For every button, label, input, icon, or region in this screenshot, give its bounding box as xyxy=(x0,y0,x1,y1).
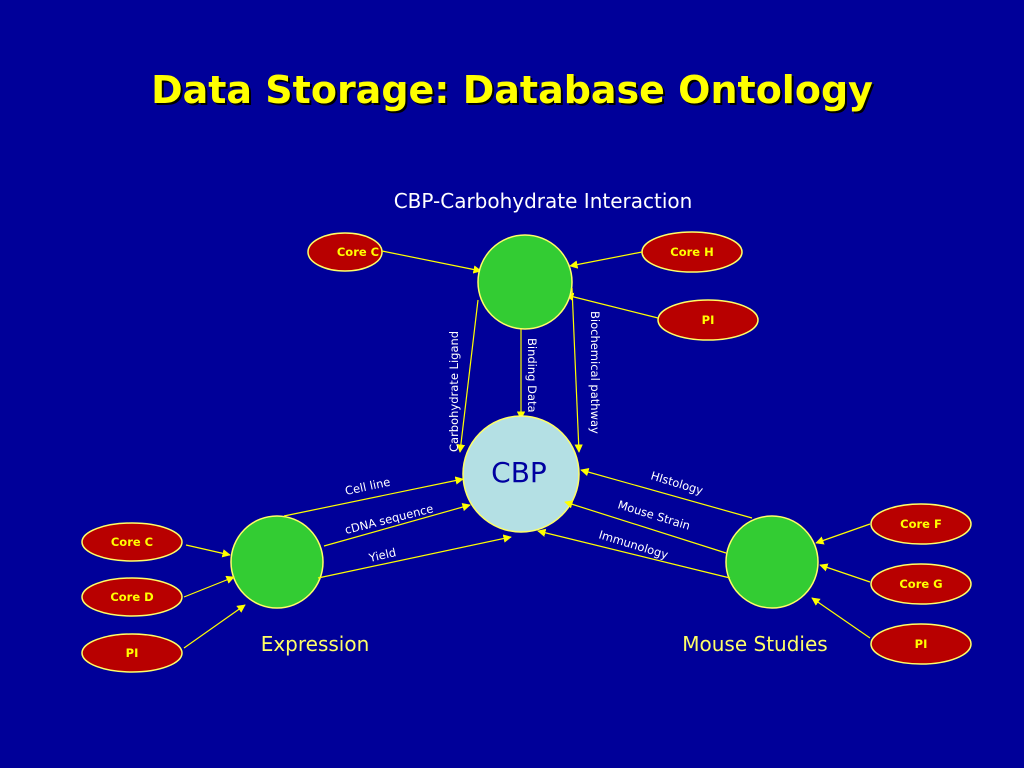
right-source-core-f[interactable]: Core F xyxy=(870,503,972,545)
top-source-pi[interactable]: PI xyxy=(657,299,759,341)
expression-label: Expression xyxy=(261,632,370,656)
edge-histology xyxy=(580,467,753,519)
connector-right-core-f xyxy=(815,523,871,545)
core-f-label: Core F xyxy=(900,517,942,531)
pi-label: PI xyxy=(702,313,715,327)
edge-yield xyxy=(317,534,512,579)
top-source-core-c[interactable]: Core C xyxy=(307,232,383,272)
pi-oval xyxy=(81,633,183,673)
core-h-label: Core H xyxy=(670,245,713,259)
connector-top-pi xyxy=(565,292,659,319)
top-source-core-h[interactable]: Core H xyxy=(641,231,743,273)
connector-right-pi xyxy=(811,597,871,639)
right-source-pi[interactable]: PI xyxy=(870,623,972,665)
label-yield: Yield xyxy=(367,545,398,565)
cbp-label: CBP xyxy=(491,456,547,489)
left-source-pi[interactable]: PI xyxy=(81,633,183,673)
label-biochemical-pathway: Biochemical pathway xyxy=(588,311,602,434)
edge-carbohydrate-ligand xyxy=(456,299,479,453)
edge-cdna-sequence xyxy=(323,503,471,547)
core-g-label: Core G xyxy=(899,577,942,591)
pi-label: PI xyxy=(915,637,928,651)
connector-top-core-c xyxy=(381,250,482,274)
edge-immunology xyxy=(537,528,731,579)
core-g-oval xyxy=(870,563,972,605)
edge-mouse-strain xyxy=(564,500,727,554)
right-source-core-g[interactable]: Core G xyxy=(870,563,972,605)
connector-left-core-c xyxy=(185,544,231,558)
slide-title: Data Storage: Database Ontology xyxy=(151,68,873,112)
pi-label: PI xyxy=(126,646,139,660)
expression-hub-node[interactable] xyxy=(230,515,324,609)
mouse-studies-hub-node[interactable] xyxy=(725,515,819,609)
connector-top-core-h xyxy=(569,251,643,269)
pi-oval xyxy=(870,623,972,665)
connector-right-core-g xyxy=(819,563,871,583)
label-carbohydrate-ligand: Carbohydrate Ligand xyxy=(447,331,461,452)
core-f-oval xyxy=(870,503,972,545)
edge-biochemical-pathway xyxy=(571,287,583,453)
connector-left-pi xyxy=(183,604,246,649)
top-hub-node[interactable] xyxy=(477,234,573,330)
left-source-core-d[interactable]: Core D xyxy=(81,577,183,617)
core-c-oval xyxy=(307,232,383,272)
cbp-center-node[interactable] xyxy=(462,415,580,533)
core-c-label: Core C xyxy=(111,535,153,549)
label-mouse-strain: Mouse Strain xyxy=(616,497,692,532)
core-c-oval xyxy=(81,522,183,562)
core-d-oval xyxy=(81,577,183,617)
label-immunology: Immunology xyxy=(597,527,670,561)
label-cell-line: Cell line xyxy=(344,475,392,498)
edge-cell-line xyxy=(283,476,464,517)
mouse-studies-label: Mouse Studies xyxy=(682,632,827,656)
left-source-core-c[interactable]: Core C xyxy=(81,522,183,562)
label-binding-data: Binding Data xyxy=(525,338,539,413)
top-cluster-label: CBP-Carbohydrate Interaction xyxy=(394,189,693,213)
core-c-label: Core C xyxy=(337,245,379,259)
pi-oval xyxy=(657,299,759,341)
core-d-label: Core D xyxy=(110,590,153,604)
connector-left-core-d xyxy=(183,575,235,598)
label-histology: HIstology xyxy=(649,468,705,497)
